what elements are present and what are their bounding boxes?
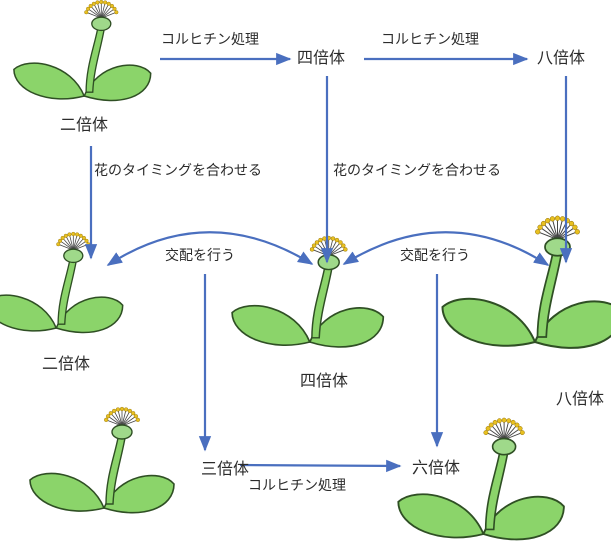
leaf-right <box>482 495 565 541</box>
plants-layer <box>0 0 611 541</box>
label-diploid-mid: 二倍体 <box>42 354 91 373</box>
flower-head <box>63 248 84 264</box>
plant-diploid-top <box>13 0 152 102</box>
label-octoploid-top: 八倍体 <box>537 48 586 67</box>
plant-triploid <box>29 406 175 514</box>
flower-head <box>91 16 112 32</box>
stamens <box>309 235 348 257</box>
stamens <box>56 231 91 251</box>
label-cross-2: 交配を行う <box>400 248 470 264</box>
label-tetraploid-top: 四倍体 <box>297 48 346 67</box>
label-hexaploid: 六倍体 <box>412 458 461 477</box>
flower-head <box>491 437 517 456</box>
leaf-left <box>13 62 86 100</box>
leaf-right <box>55 296 124 334</box>
arrow-cross-right <box>342 231 550 266</box>
stamens <box>483 417 525 441</box>
arrow-cross-left <box>106 231 314 266</box>
plant-octoploid-mid <box>441 215 611 349</box>
leaf-right <box>102 474 175 514</box>
plant-hexaploid <box>397 417 565 541</box>
leaf-left <box>441 297 537 347</box>
stamens <box>84 0 119 19</box>
leaf-left <box>0 294 58 332</box>
label-timing-2: 花のタイミングを合わせる <box>333 163 501 179</box>
label-octoploid-mid: 八倍体 <box>556 389 605 408</box>
plant-tetraploid-mid <box>231 235 385 348</box>
label-cross-1: 交配を行う <box>165 248 235 264</box>
leaf-right <box>308 307 385 348</box>
arrows-layer <box>84 52 573 473</box>
label-triploid: 三倍体 <box>201 459 250 478</box>
label-timing-1: 花のタイミングを合わせる <box>94 163 262 179</box>
label-diploid-top: 二倍体 <box>60 115 109 134</box>
arrow-triploid-to-hexaploid <box>239 459 402 473</box>
leaf-right <box>533 300 611 349</box>
flower-head <box>111 424 133 440</box>
plant-diploid-mid <box>0 231 124 334</box>
label-colchicine-1: コルヒチン処理 <box>161 32 259 48</box>
flower-head <box>317 254 340 271</box>
stamens <box>104 406 140 427</box>
stamens <box>535 215 580 240</box>
label-colchicine-3: コルヒチン処理 <box>248 478 346 494</box>
leaf-left <box>231 304 311 346</box>
leaf-left <box>397 493 485 539</box>
leaf-left <box>29 472 106 512</box>
leaf-right <box>83 64 152 102</box>
label-colchicine-2: コルヒチン処理 <box>381 32 479 48</box>
label-tetraploid-mid: 四倍体 <box>300 371 349 390</box>
